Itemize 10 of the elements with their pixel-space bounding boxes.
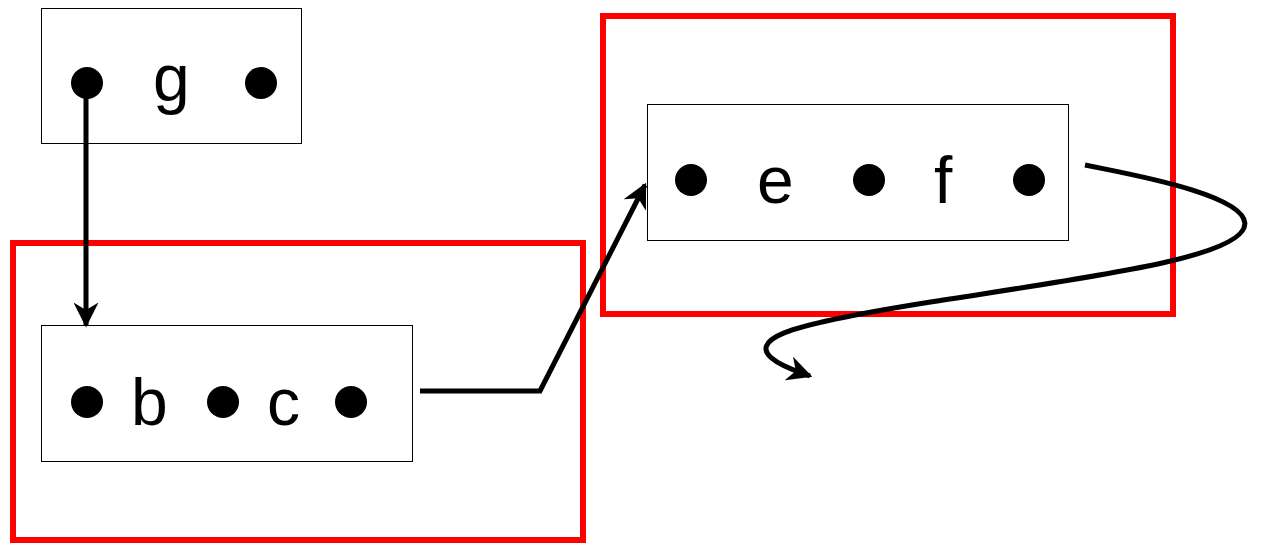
text-box bbox=[647, 104, 1069, 241]
node-label: e bbox=[757, 147, 794, 213]
arrow bbox=[420, 182, 648, 394]
arrow bbox=[73, 98, 99, 328]
text-box bbox=[41, 325, 413, 462]
node-label: c bbox=[267, 369, 300, 435]
arrow bbox=[763, 162, 1248, 381]
node-label: f bbox=[934, 147, 953, 213]
node-label: b bbox=[131, 369, 168, 435]
text-box bbox=[41, 8, 302, 144]
